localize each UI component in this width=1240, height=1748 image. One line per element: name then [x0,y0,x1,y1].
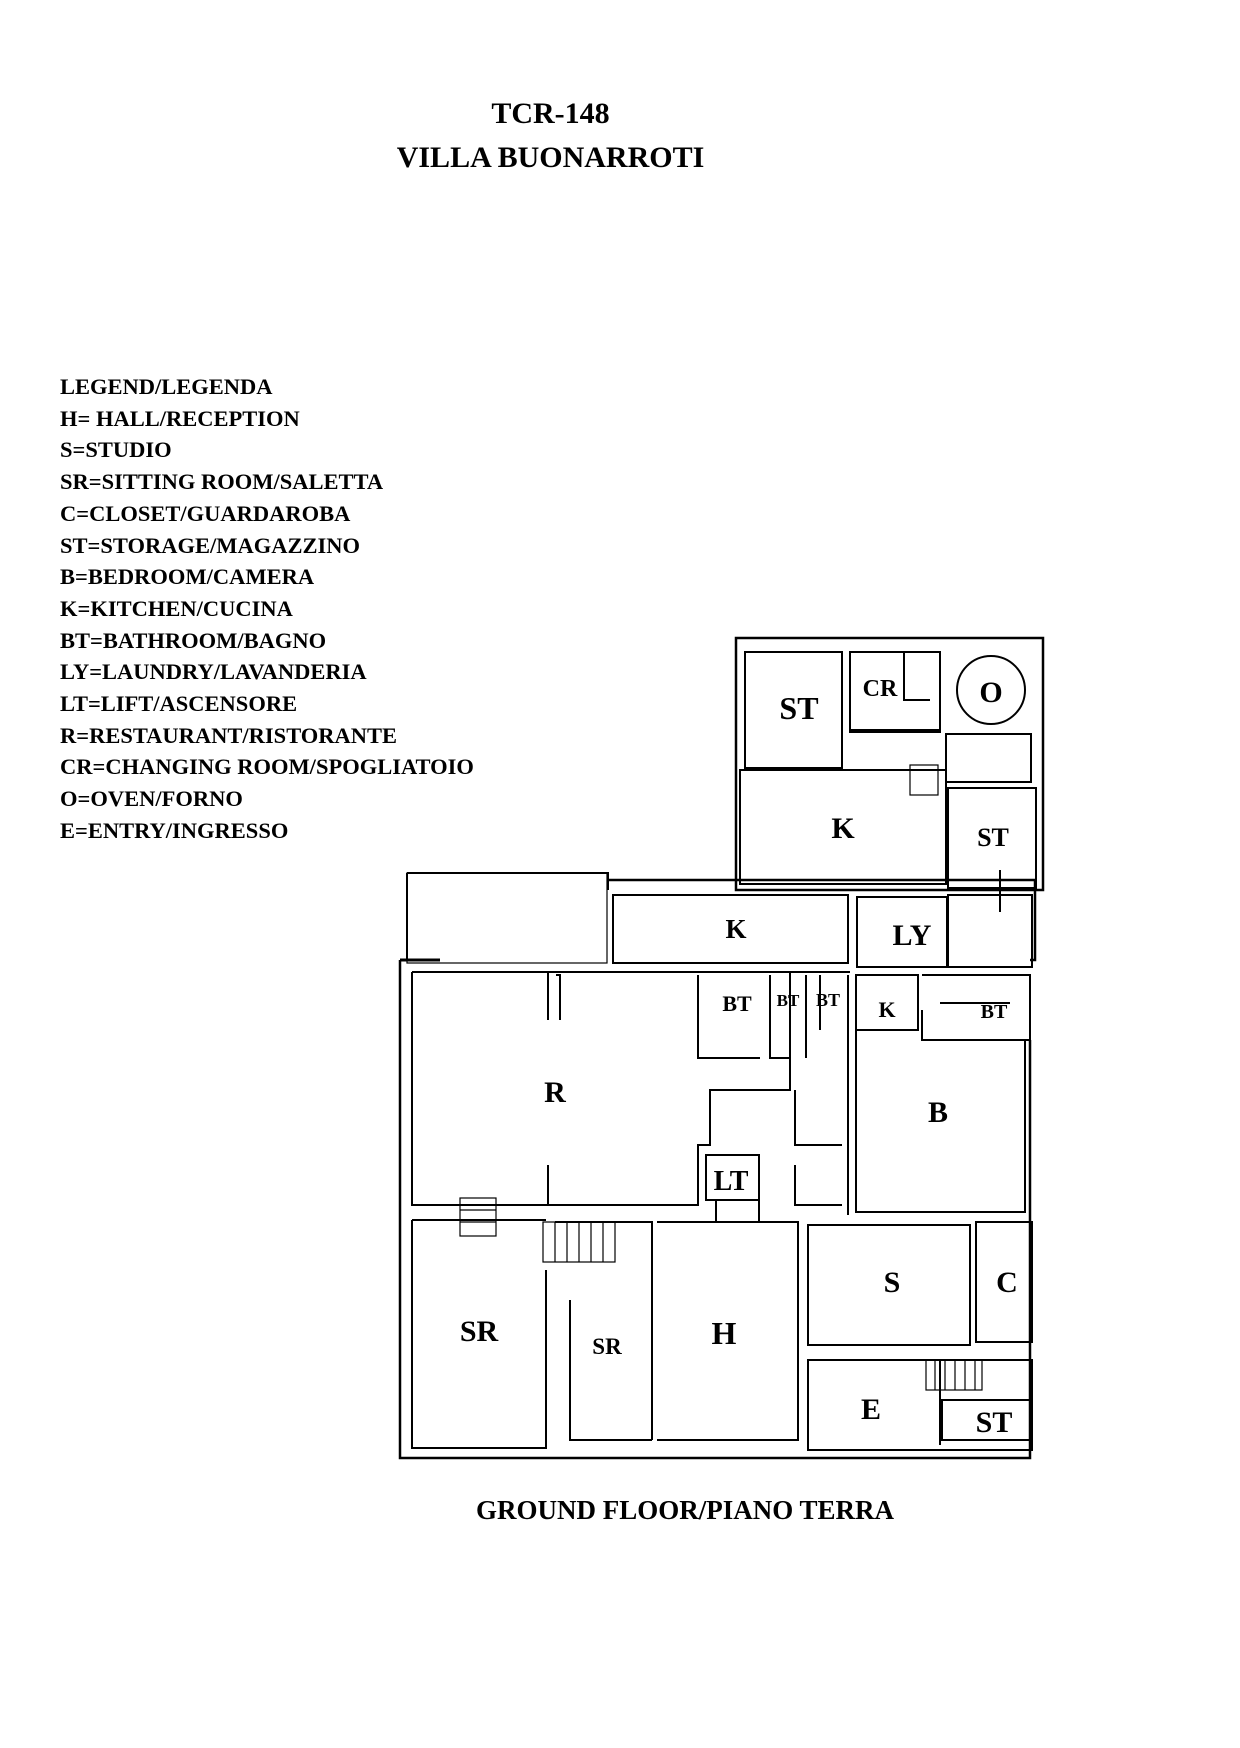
floor-plan: ST CR O K ST K LY BT BT BT K BT R B LT S… [398,636,1045,1460]
room-label-storage: ST [976,1406,1013,1439]
room-label-laundry: LY [893,919,932,952]
room-label-kitchen: K [878,997,895,1022]
room-label-kitchen: K [725,914,746,944]
legend-item-hall: H= HALL/RECEPTION [60,405,300,431]
room-label-changing-room: CR [863,676,898,702]
legend-title: LEGEND/LEGENDA [60,374,273,399]
legend-item-studio: S=STUDIO [60,437,172,463]
room-label-kitchen: K [831,812,855,845]
legend-item-changing-room: CR=CHANGING ROOM/SPOGLIATOIO [60,754,474,780]
room-label-bathroom: BT [981,1001,1008,1023]
legend-item-lift: LT=LIFT/ASCENSORE [60,691,298,717]
legend: LEGEND/LEGENDA H= HALL/RECEPTION S=STUDI… [60,371,474,847]
legend-item-sitting-room: SR=SITTING ROOM/SALETTA [60,469,384,495]
legend-item-bedroom: B=BEDROOM/CAMERA [60,564,315,590]
legend-item-storage: ST=STORAGE/MAGAZZINO [60,532,360,558]
legend-item-oven: O=OVEN/FORNO [60,786,243,812]
legend-item-closet: C=CLOSET/GUARDAROBA [60,500,351,526]
room-label-oven: O [979,676,1002,709]
room-label-sitting-room: SR [592,1334,622,1359]
room-label-storage: ST [977,823,1009,852]
room-label-restaurant: R [544,1076,566,1109]
room-label-storage: ST [779,690,818,726]
room-labels: ST CR O K ST K LY BT BT BT K BT R B LT S… [460,676,1018,1439]
legend-item-entry: E=ENTRY/INGRESSO [60,817,289,843]
legend-item-restaurant: R=RESTAURANT/RISTORANTE [60,722,398,748]
floor-label: GROUND FLOOR/PIANO TERRA [475,1495,895,1525]
property-code: TCR-148 [491,97,610,130]
legend-item-kitchen: K=KITCHEN/CUCINA [60,595,293,621]
room-label-bedroom: B [928,1096,948,1129]
room-label-lift: LT [714,1166,749,1197]
legend-item-laundry: LY=LAUNDRY/LAVANDERIA [60,659,367,685]
room-label-bathroom: BT [777,991,800,1010]
room-label-bathroom: BT [816,990,840,1010]
property-name: VILLA BUONARROTI [396,141,705,174]
room-label-sitting-room: SR [460,1315,499,1348]
room-label-entry: E [861,1393,881,1426]
legend-item-bathroom: BT=BATHROOM/BAGNO [60,627,327,653]
plan-walls [398,636,1045,1460]
room-label-bathroom: BT [722,991,752,1016]
room-label-hall: H [712,1315,737,1351]
room-label-closet: C [996,1266,1018,1299]
room-label-studio: S [884,1266,901,1299]
